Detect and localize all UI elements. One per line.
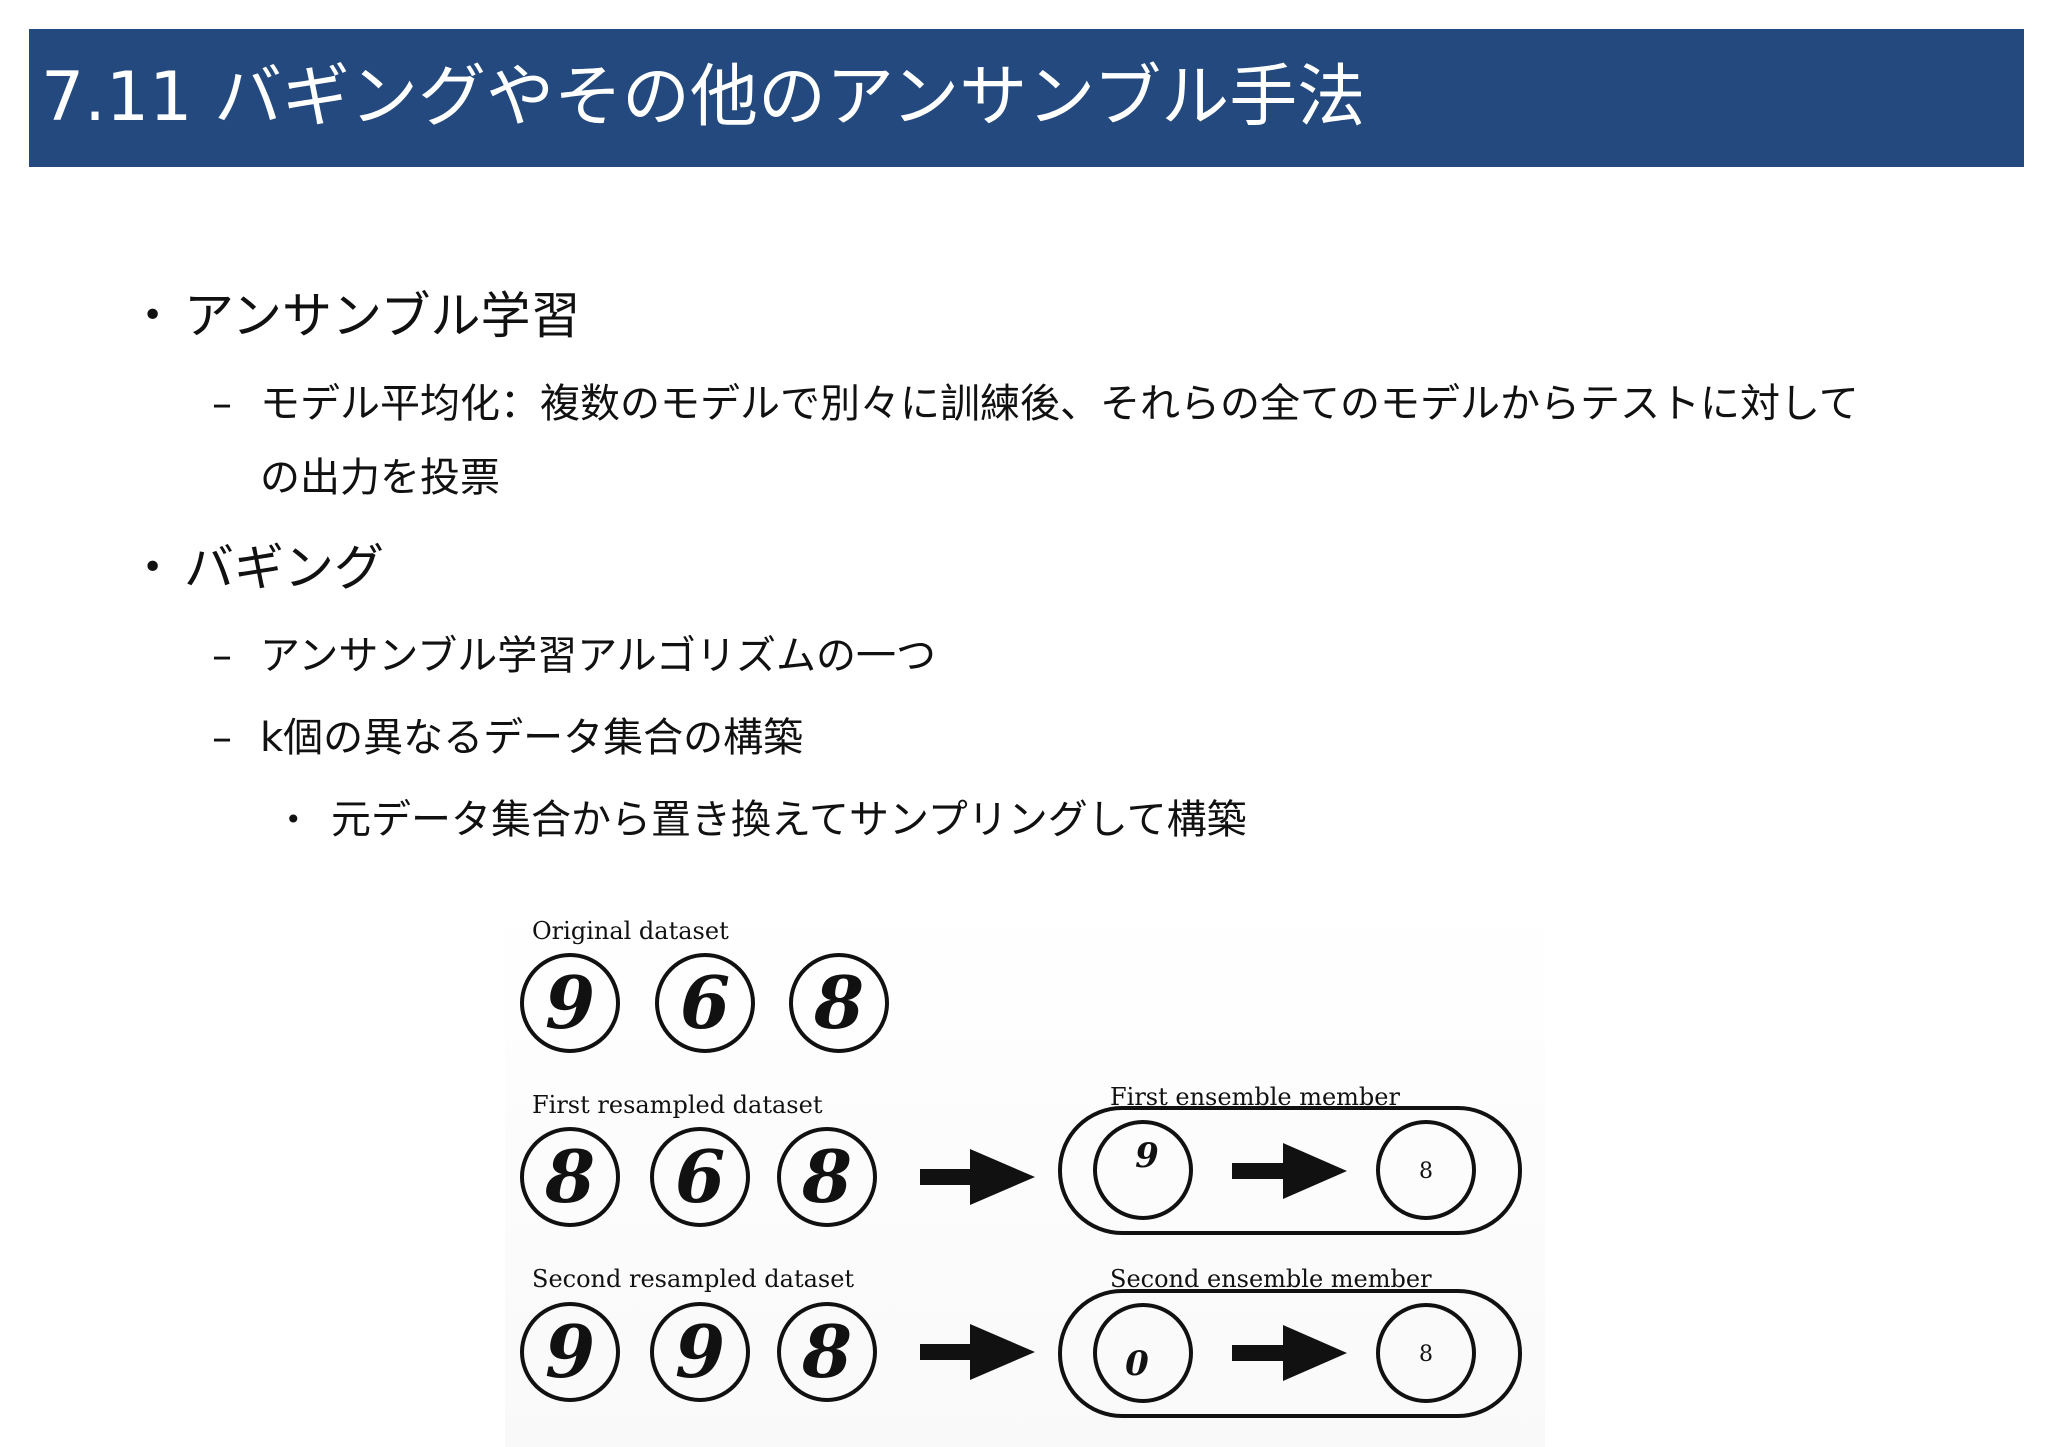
- svg-text:9: 9: [545, 1309, 595, 1394]
- bullet-dot-icon: •: [142, 547, 164, 588]
- svg-text:8: 8: [1419, 1159, 1433, 1184]
- original-digit-2: 6: [655, 953, 755, 1053]
- arrow-right-icon: [1232, 1325, 1347, 1381]
- second-digit-2: 9: [650, 1302, 750, 1402]
- svg-text:8: 8: [801, 1134, 852, 1219]
- svg-text:0: 0: [1125, 1344, 1149, 1384]
- bullet-text: アンサンブル学習アルゴリズムの一つ: [260, 633, 936, 679]
- original-digit-1: 9: [520, 953, 620, 1053]
- second-member-output: 8: [1376, 1303, 1476, 1403]
- bullet-dash-icon: –: [212, 633, 232, 679]
- svg-text:6: 6: [680, 960, 730, 1045]
- second-resampled-label: Second resampled dataset: [532, 1265, 854, 1293]
- svg-text:9: 9: [675, 1309, 725, 1394]
- bullet-dot-icon: •: [142, 295, 164, 336]
- arrow-right-icon: [920, 1324, 1035, 1380]
- title-bar: 7.11 バギングやその他のアンサンブル手法: [29, 29, 2024, 167]
- original-digit-3: 8: [789, 953, 889, 1053]
- second-member-label: Second ensemble member: [1110, 1265, 1432, 1293]
- svg-text:8: 8: [1419, 1342, 1433, 1367]
- svg-text:8: 8: [544, 1134, 595, 1219]
- first-digit-2: 6: [650, 1127, 750, 1227]
- first-digit-1: 8: [520, 1127, 620, 1227]
- bagging-figure: Original dataset 9 6 8 First resampled d…: [505, 895, 1545, 1447]
- original-dataset-label: Original dataset: [532, 917, 729, 945]
- bullet-text: 元データ集合から置き換えてサンプリングして構築: [331, 797, 1247, 843]
- first-member-feature: 9: [1093, 1120, 1193, 1220]
- bullet-dot-icon: •: [285, 803, 302, 836]
- svg-text:9: 9: [1135, 1136, 1159, 1176]
- first-resampled-label: First resampled dataset: [532, 1091, 823, 1119]
- bullet-text: バギング: [184, 539, 384, 597]
- second-digit-3: 8: [777, 1302, 877, 1402]
- bullet-text: の出力を投票: [260, 455, 500, 501]
- bullet-dash-icon: –: [212, 715, 232, 761]
- arrow-right-icon: [920, 1149, 1035, 1205]
- arrow-right-icon: [1232, 1143, 1347, 1199]
- second-digit-1: 9: [520, 1302, 620, 1402]
- second-member-box: [1058, 1289, 1522, 1418]
- svg-text:9: 9: [545, 960, 595, 1045]
- svg-text:8: 8: [813, 960, 864, 1045]
- svg-text:8: 8: [801, 1309, 852, 1394]
- svg-text:6: 6: [675, 1134, 725, 1219]
- first-digit-3: 8: [777, 1127, 877, 1227]
- bullet-dash-icon: –: [212, 381, 232, 427]
- bullet-text: モデル平均化：複数のモデルで別々に訓練後、それらの全てのモデルからテストに対して: [260, 381, 1859, 427]
- first-member-output: 8: [1376, 1120, 1476, 1220]
- second-member-feature: 0: [1093, 1303, 1193, 1403]
- first-member-box: [1058, 1106, 1522, 1235]
- bullet-text: アンサンブル学習: [184, 287, 581, 345]
- bullet-text: k個の異なるデータ集合の構築: [260, 715, 804, 761]
- slide-title: 7.11 バギングやその他のアンサンブル手法: [41, 58, 1366, 137]
